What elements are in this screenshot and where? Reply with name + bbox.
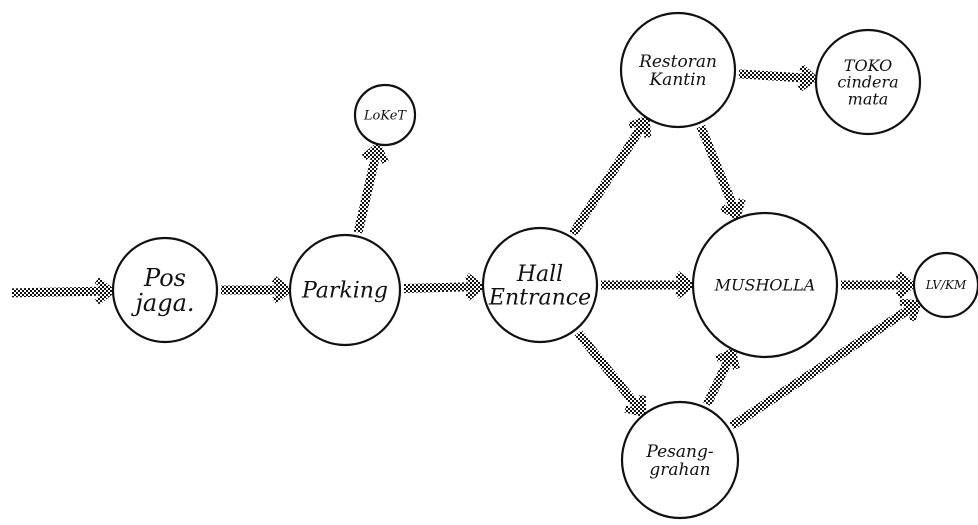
node-circle: [814, 28, 922, 136]
arrowhead-icon: [899, 298, 923, 322]
edge-pos-jaga-to-parking: [221, 276, 294, 304]
edge-line: [738, 69, 815, 84]
node-label: grahan: [649, 460, 710, 480]
edge-restoran-kantin-to-musholla: [696, 124, 746, 222]
arrowhead-icon: [624, 395, 647, 418]
arrowhead-icon: [464, 273, 487, 301]
nodes: Posjaga.ParkingLoKeTHallEntranceRestoran…: [111, 11, 978, 520]
node-label: Pesang-: [645, 442, 713, 462]
edge-hall-entrance-to-restoran-kantin: [569, 114, 652, 237]
node-label: Entrance: [488, 285, 591, 310]
arrowhead-icon: [715, 346, 740, 370]
edge-hall-entrance-to-musholla: [601, 271, 697, 299]
edges: [11, 64, 923, 430]
edge-line: [703, 349, 737, 407]
edge-entry-to-pos-jaga: [11, 277, 117, 306]
node-label: LoKeT: [363, 109, 408, 124]
node-label: LV/KM: [925, 278, 967, 292]
edge-line: [353, 145, 383, 234]
node-circle: [691, 211, 839, 359]
edge-pesanggrahan-to-lv-km: [729, 298, 923, 430]
edge-restoran-kantin-to-toko-cindera-mata: [738, 64, 820, 92]
edge-line: [11, 286, 112, 298]
node-circle: [620, 400, 740, 520]
edge-pesanggrahan-to-musholla: [703, 346, 740, 407]
node-musholla: MUSHOLLA: [691, 211, 839, 359]
node-label: cindera: [837, 73, 898, 92]
arrowhead-icon: [271, 276, 294, 304]
edge-line: [696, 124, 742, 219]
node-lv-km: LV/KM: [912, 251, 978, 319]
node-label: Restoran: [638, 52, 717, 72]
edge-parking-to-loket: [353, 140, 389, 234]
edge-musholla-to-lv-km: [841, 271, 918, 299]
arrowhead-icon: [94, 277, 117, 306]
node-circle: [481, 226, 599, 344]
node-label: TOKO: [844, 56, 892, 75]
edge-parking-to-hall-entrance: [403, 273, 487, 301]
edge-line: [403, 282, 482, 293]
node-label: Parking: [301, 279, 388, 304]
node-circle: [111, 236, 219, 344]
node-label: Kantin: [648, 70, 706, 90]
node-label: jaga.: [130, 289, 194, 317]
edge-line: [574, 329, 647, 416]
arrowhead-icon: [720, 198, 746, 222]
arrowhead-icon: [797, 64, 820, 92]
node-label: Hall: [516, 262, 563, 287]
arrowhead-icon: [628, 114, 652, 138]
arrowhead-icon: [895, 271, 918, 299]
node-circle: [912, 251, 978, 319]
edge-line: [729, 299, 921, 430]
node-label: mata: [848, 89, 889, 108]
node-label: MUSHOLLA: [714, 276, 816, 295]
node-pesanggrahan: Pesang-grahan: [620, 400, 740, 520]
node-parking: Parking: [288, 233, 402, 347]
arrowhead-icon: [361, 140, 389, 164]
node-circle: [353, 83, 417, 147]
node-circle: [619, 11, 737, 129]
edge-hall-entrance-to-pesanggrahan: [574, 329, 647, 418]
node-label: Pos: [143, 264, 186, 292]
node-circle: [288, 233, 402, 347]
arrowhead-icon: [674, 271, 697, 299]
node-loket: LoKeT: [353, 83, 417, 147]
edge-line: [569, 117, 650, 237]
